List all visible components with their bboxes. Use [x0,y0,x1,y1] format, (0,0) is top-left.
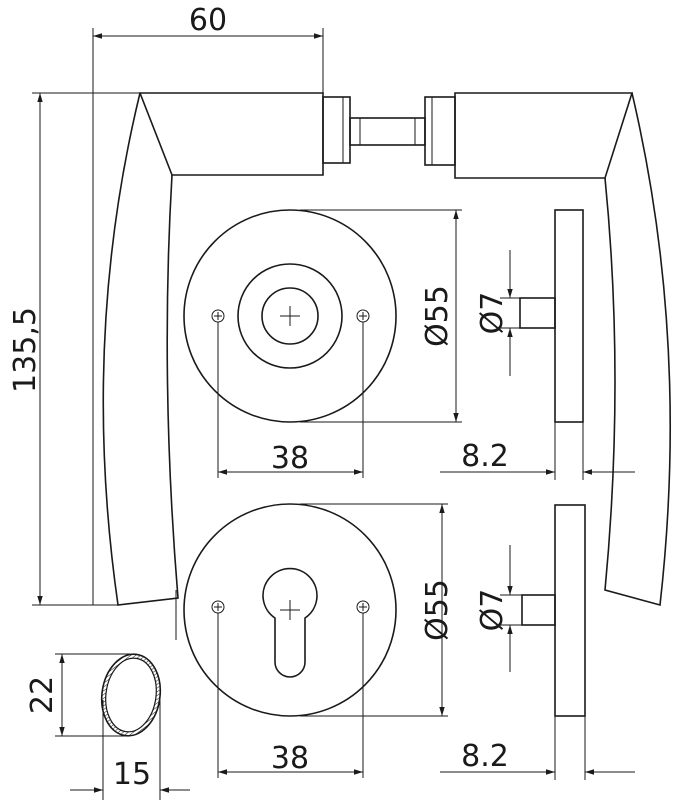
dimension-label: 38 [271,441,309,476]
handle-cross-section: 22 15 [25,653,190,800]
screw-icon [211,309,225,323]
dimension-label: 22 [25,676,60,714]
screw-icon [211,600,225,614]
dimension-label: Ø7 [475,292,510,335]
round-rosette-top: Ø55 38 [183,209,462,478]
dimension-label: 60 [189,3,227,38]
dimension-label: 15 [113,757,151,792]
dimension-label: 135,5 [8,307,43,393]
cylinder-rosette-bottom: Ø55 38 [175,503,455,778]
screw-icon [356,309,370,323]
rosette-side-view-top: Ø7 8.2 [440,209,635,480]
dimension-135-5: 135,5 [8,92,140,606]
dimension-60: 60 [92,3,324,605]
dimension-label: Ø55 [420,579,455,641]
dimension-label: 8.2 [461,439,509,474]
spindle [349,117,426,146]
dimension-label: 8.2 [461,739,509,774]
dimension-label: 38 [271,741,309,776]
dimension-label: Ø7 [475,589,510,632]
dimension-label: Ø55 [420,285,455,347]
screw-icon [356,600,370,614]
right-handle [424,92,672,607]
rosette-side-view-bottom: Ø7 8.2 [440,504,635,780]
left-handle [102,92,351,606]
